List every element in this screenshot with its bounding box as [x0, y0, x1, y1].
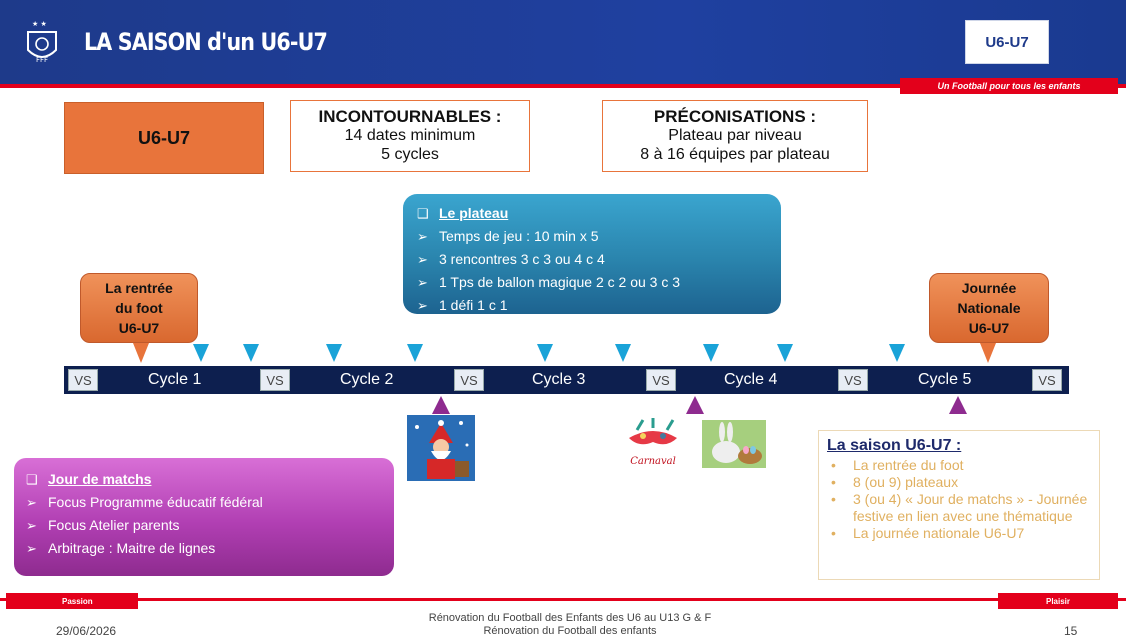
preconisations-box: PRÉCONISATIONS : Plateau par niveau 8 à …: [602, 100, 868, 172]
footer-plaisir-label: Plaisir: [998, 593, 1118, 609]
saison-title: La saison U6-U7 :: [827, 437, 962, 454]
rentree-pointer: [133, 343, 149, 363]
vs-label: VS: [1032, 369, 1062, 391]
preconisations-line: Plateau par niveau: [668, 127, 802, 144]
saison-item: 8 (ou 9) plateaux: [827, 474, 1091, 491]
journee-line: Nationale: [957, 300, 1021, 316]
header-red-line: [0, 84, 1126, 88]
cycle-label: Cycle 3: [532, 371, 586, 388]
page-number: 15: [1064, 624, 1078, 638]
incontournables-line: 14 dates minimum: [344, 127, 476, 144]
cycle-label: Cycle 5: [918, 371, 972, 388]
footer-date: 29/06/2026: [56, 624, 117, 638]
matchs-item: Focus Atelier parents: [48, 517, 180, 533]
easter-rabbit-image: [702, 420, 766, 468]
vs-label: VS: [646, 369, 676, 391]
svg-text:Carnaval: Carnaval: [630, 456, 676, 467]
jour-de-matchs-box: ❑ Jour de matchs ➢ Focus Programme éducati…: [14, 458, 394, 576]
jour-de-matchs-marker: [686, 396, 704, 414]
cycle-label: Cycle 2: [340, 371, 394, 388]
checkbox-bullet-icon: ❑: [26, 472, 38, 487]
incontournables-box: INCONTOURNABLES : 14 dates minimum 5 cyc…: [290, 100, 530, 172]
saison-item: La rentrée du foot: [827, 457, 1091, 474]
matchs-title: Jour de matchs: [48, 471, 152, 487]
vs-label: VS: [838, 369, 868, 391]
rentree-line: U6-U7: [118, 320, 160, 336]
svg-text:★ ★: ★ ★: [32, 20, 47, 28]
jour-de-matchs-marker: [949, 396, 967, 414]
checkbox-bullet-icon: ❑: [417, 206, 429, 221]
cycle-label: Cycle 4: [724, 371, 778, 388]
category-tag: U6-U7: [965, 20, 1049, 64]
vs-label: VS: [68, 369, 98, 391]
plateau-marker: [777, 344, 793, 362]
matchs-item: Arbitrage : Maitre de lignes: [48, 540, 216, 556]
saison-summary-box: La saison U6-U7 : La rentrée du foot 8 (…: [818, 430, 1100, 580]
arrow-bullet-icon: ➢: [26, 518, 37, 533]
rentree-line: La rentrée: [105, 280, 173, 296]
season-timeline: VS Cycle 1 VS Cycle 2 VS Cycle 3 VS Cycl…: [64, 366, 1069, 394]
plateau-item: 1 Tps de ballon magique 2 c 2 ou 3 c 3: [439, 274, 681, 290]
page-title: LA SAISON d'un U6-U7: [84, 28, 328, 56]
incontournables-title: INCONTOURNABLES :: [318, 107, 502, 126]
arrow-bullet-icon: ➢: [26, 495, 37, 510]
vs-label: VS: [260, 369, 290, 391]
santa-image: [407, 415, 475, 481]
jour-de-matchs-marker: [432, 396, 450, 414]
cycle-label: Cycle 1: [148, 371, 202, 388]
saison-item: 3 (ou 4) « Jour de matchs » - Journée fe…: [827, 491, 1091, 525]
vs-label: VS: [454, 369, 484, 391]
plateau-box: ❑ Le plateau ➢ Temps de jeu : 10 min x 5 ➢…: [403, 194, 781, 314]
arrow-bullet-icon: ➢: [417, 229, 428, 244]
saison-item: La journée nationale U6-U7: [827, 525, 1091, 542]
footer-caption: Rénovation du Football des Enfants des U…: [380, 612, 760, 638]
footer-caption-line: Rénovation du Football des enfants: [483, 625, 657, 637]
footer-caption-line: Rénovation du Football des Enfants des U…: [428, 612, 712, 624]
journee-pointer: [980, 343, 996, 363]
svg-text:FFF: FFF: [36, 56, 48, 64]
fff-logo-icon: ★ ★ FFF: [22, 18, 62, 66]
plateau-marker: [615, 344, 631, 362]
plateau-marker: [703, 344, 719, 362]
journee-line: U6-U7: [968, 320, 1010, 336]
plateau-marker: [326, 344, 342, 362]
plateau-marker: [193, 344, 209, 362]
plateau-marker: [889, 344, 905, 362]
arrow-bullet-icon: ➢: [26, 541, 37, 556]
footer-passion-label: Passion: [6, 593, 138, 609]
arrow-bullet-icon: ➢: [417, 298, 428, 313]
plateau-item: 1 défi 1 c 1: [439, 297, 508, 313]
incontournables-line: 5 cycles: [381, 146, 439, 163]
plateau-marker: [243, 344, 259, 362]
arrow-bullet-icon: ➢: [417, 252, 428, 267]
journee-line: Journée: [961, 280, 1017, 296]
plateau-title: Le plateau: [439, 205, 509, 221]
plateau-item: Temps de jeu : 10 min x 5: [439, 228, 599, 244]
slogan-banner: Un Football pour tous les enfants: [900, 78, 1118, 94]
arrow-bullet-icon: ➢: [417, 275, 428, 290]
journee-nationale-bubble: Journée Nationale U6-U7: [929, 273, 1049, 343]
preconisations-line: 8 à 16 équipes par plateau: [640, 146, 830, 163]
carnival-image: Carnaval: [623, 418, 683, 470]
rentree-line: du foot: [115, 300, 163, 316]
footer-red-line: [0, 598, 1126, 601]
header-bar: [0, 0, 1126, 84]
category-box: U6-U7: [64, 102, 264, 174]
matchs-item: Focus Programme éducatif fédéral: [48, 494, 263, 510]
rentree-bubble: La rentrée du foot U6-U7: [80, 273, 198, 343]
plateau-marker: [537, 344, 553, 362]
preconisations-title: PRÉCONISATIONS :: [653, 107, 817, 126]
plateau-marker: [407, 344, 423, 362]
plateau-item: 3 rencontres 3 c 3 ou 4 c 4: [439, 251, 605, 267]
